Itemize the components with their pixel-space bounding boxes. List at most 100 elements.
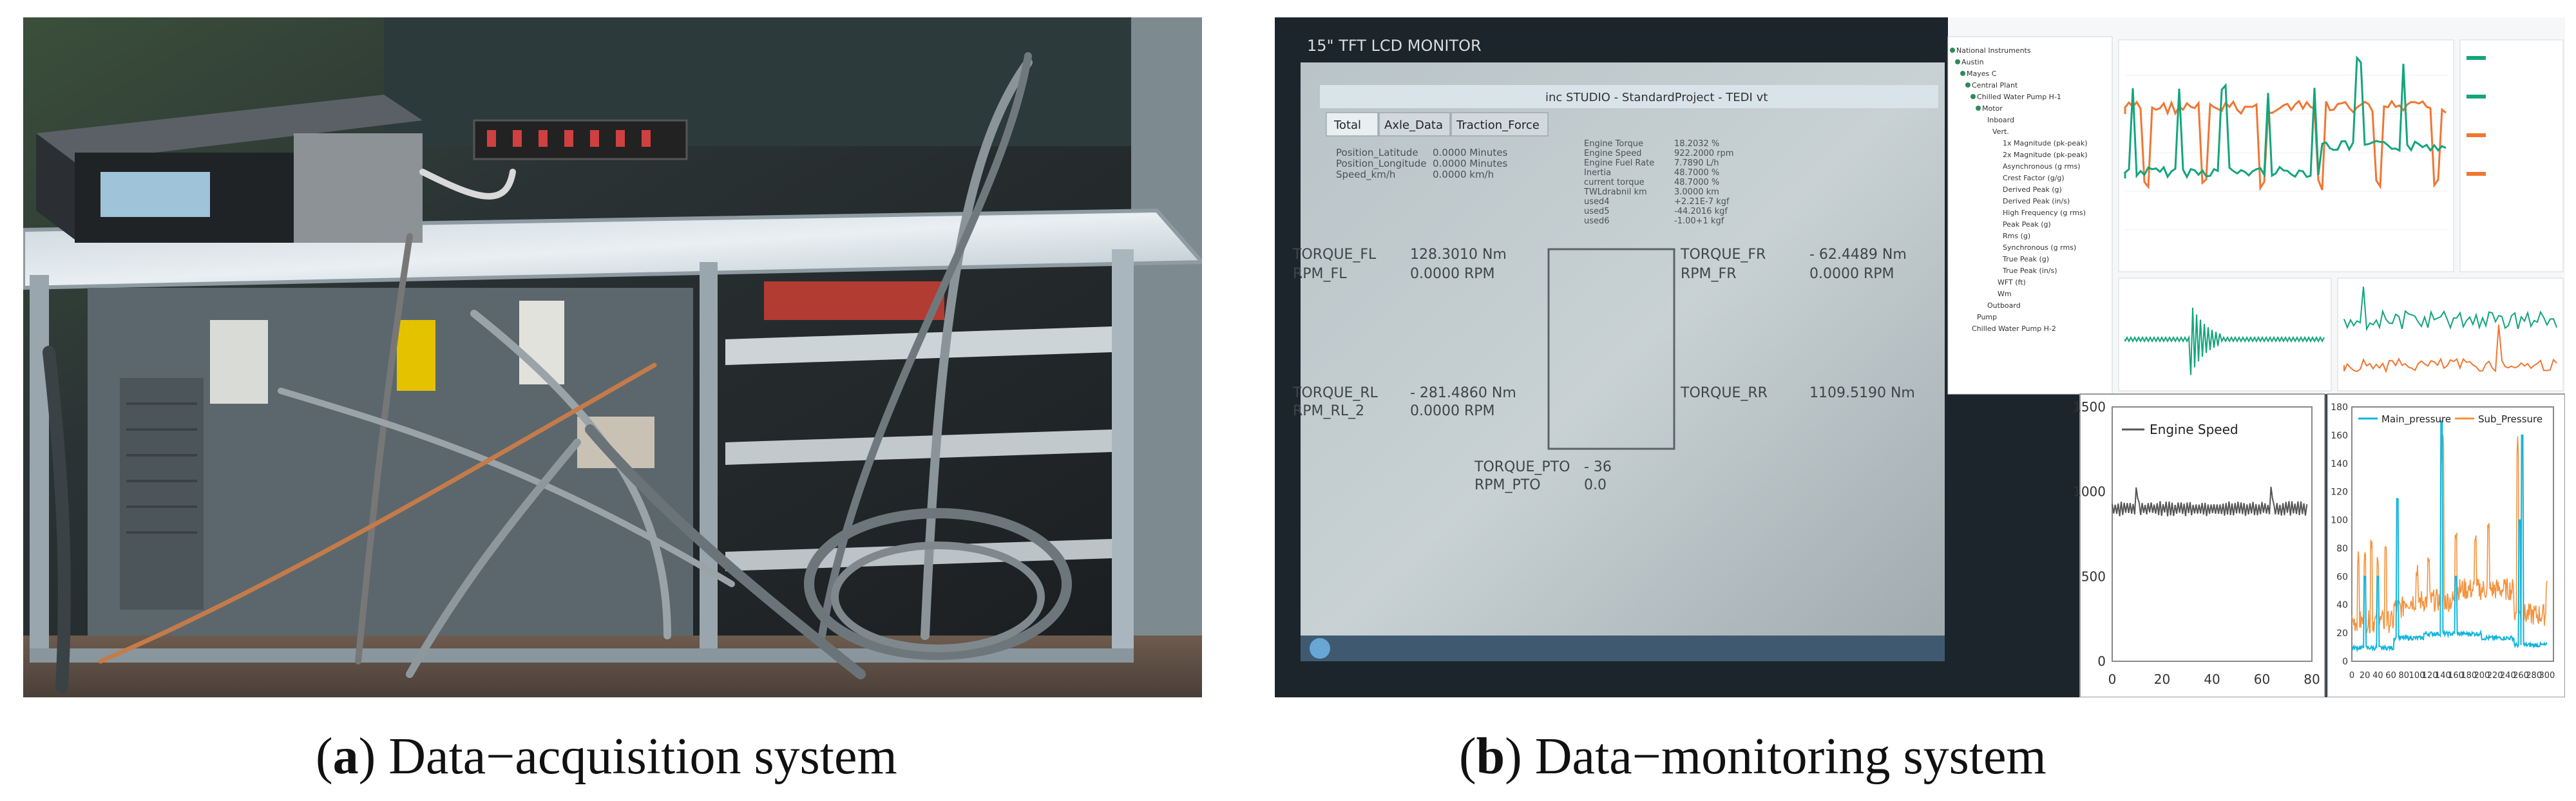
- engine-legend-label: Engine Speed: [2150, 422, 2238, 437]
- torque-fl-value: 128.3010 Nm: [1410, 247, 1507, 263]
- svg-text:used5: used5: [1584, 207, 1610, 216]
- svg-text:0.0000 Minutes: 0.0000 Minutes: [1433, 147, 1507, 158]
- terminal-strip: [473, 119, 688, 160]
- ni-tree: National Instruments Austin Mayes C Cent…: [1956, 46, 2088, 333]
- svg-text:Crest Factor (g/g): Crest Factor (g/g): [2003, 174, 2065, 182]
- svg-text:Chilled Water Pump H-2: Chilled Water Pump H-2: [1972, 325, 2056, 333]
- svg-text:Total: Total: [1333, 118, 1361, 132]
- pressure-x-tick: 40: [2372, 671, 2383, 681]
- pressure-x-tick: 140: [2435, 671, 2451, 681]
- pressure-x-tick: 220: [2487, 671, 2503, 681]
- shelf-3: [725, 539, 1112, 571]
- ni-waveform-green: [2343, 287, 2557, 332]
- svg-text:2x Magnitude (pk-peak): 2x Magnitude (pk-peak): [2003, 151, 2088, 159]
- svg-text:Pump: Pump: [1977, 313, 1997, 321]
- position-block: Position_Latitude Position_Longitude Spe…: [1336, 147, 1507, 181]
- monitoring-composite: 15" TFT LCD MONITOR inc STUDIO - Standar…: [1275, 17, 2565, 697]
- ni-spectrum-chart: [2118, 278, 2332, 391]
- tab-strip: Total Axle_Data Traction_Force: [1326, 112, 1549, 137]
- engine-speed-chart-frame: [2079, 393, 2325, 697]
- svg-text:Position_Longitude: Position_Longitude: [1336, 158, 1427, 170]
- engine-y-tick: 0: [2097, 654, 2106, 669]
- caption-a-letter: a: [332, 728, 359, 785]
- svg-text:RPM_PTO: RPM_PTO: [1474, 477, 1541, 493]
- ni-waveform-orange: [2343, 325, 2557, 373]
- ni-legend-panel: [2459, 39, 2564, 272]
- torque-fr-value: - 62.4489 Nm: [1809, 247, 1907, 263]
- engine-y-tick: 1500: [2073, 399, 2106, 415]
- svg-text:National Instruments: National Instruments: [1956, 46, 2031, 55]
- tab-axle-data[interactable]: [1379, 112, 1451, 137]
- svg-text:True Peak (g): True Peak (g): [2002, 255, 2049, 263]
- pressure-x-tick: 100: [2409, 671, 2425, 681]
- start-button[interactable]: [1310, 638, 1330, 659]
- pressure-y-tick: 160: [2331, 431, 2348, 441]
- svg-text:Motor: Motor: [1982, 104, 2003, 113]
- pressure-x-tick: 120: [2422, 671, 2438, 681]
- pressure-x-tick: 60: [2385, 671, 2396, 681]
- vehicle-outline: [1547, 248, 1675, 450]
- svg-text:used6: used6: [1584, 216, 1610, 226]
- svg-text:18.2032 %: 18.2032 %: [1674, 139, 1719, 149]
- engine-block: Engine Torque Engine Speed Engine Fuel R…: [1583, 139, 1733, 226]
- ni-waveform-chart: [2337, 278, 2564, 391]
- engine-x-tick: 0: [2108, 672, 2117, 687]
- pressure-chart-frame: [2327, 393, 2565, 697]
- svg-text:-44.2016 kgf: -44.2016 kgf: [1674, 207, 1728, 216]
- svg-text:0.0000 RPM: 0.0000 RPM: [1809, 266, 1894, 282]
- frame-bottom-rail: [30, 648, 1134, 663]
- torque-fr-label: TORQUE_FR: [1680, 247, 1766, 263]
- pressure-x-tick: 80: [2399, 671, 2410, 681]
- ni-orange-trace: [2124, 99, 2447, 191]
- yellow-connector: [397, 320, 435, 391]
- torque-fl-label: TORQUE_FL: [1292, 247, 1377, 263]
- caption-b-text: ) Data−monitoring system: [1505, 728, 2046, 785]
- pressure-x-tick: 240: [2500, 671, 2516, 681]
- svg-text:Austin: Austin: [1961, 58, 1984, 66]
- pressure-y-tick: 60: [2336, 572, 2348, 582]
- shelf-2: [725, 429, 1112, 465]
- pressure-x-tick: 280: [2526, 671, 2542, 681]
- ni-trend-chart: [2118, 39, 2454, 272]
- pressure-x-tick: 300: [2539, 671, 2555, 681]
- pressure-x-tick: 200: [2474, 671, 2490, 681]
- tab-traction-force[interactable]: [1451, 112, 1549, 137]
- daq-label: [100, 172, 210, 217]
- svg-text:TWLdrabnil km: TWLdrabnil km: [1583, 187, 1647, 197]
- torque-pto-value: - 36: [1584, 459, 1612, 475]
- right-panel: [1131, 17, 1202, 697]
- svg-text:High Frequency (g rms): High Frequency (g rms): [2003, 209, 2086, 217]
- torque-rl-label: TORQUE_RL: [1292, 385, 1379, 401]
- svg-text:48.7000 %: 48.7000 %: [1674, 178, 1719, 187]
- pressure-x-tick: 20: [2360, 671, 2371, 681]
- pressure-y-tick: 120: [2331, 487, 2348, 498]
- svg-text:0.0000 RPM: 0.0000 RPM: [1410, 266, 1495, 282]
- main-pressure-legend-label: Main_pressure: [2381, 413, 2451, 426]
- svg-text:+2.21E-7 kgf: +2.21E-7 kgf: [1674, 197, 1730, 207]
- svg-text:True Peak (in/s): True Peak (in/s): [2002, 267, 2057, 275]
- engine-y-tick: 1000: [2073, 484, 2106, 500]
- svg-text:Synchronous (g rms): Synchronous (g rms): [2003, 243, 2076, 252]
- app-title-bar: [1320, 85, 1938, 108]
- svg-text:0.0000 Minutes: 0.0000 Minutes: [1433, 158, 1507, 169]
- svg-text:Central Plant: Central Plant: [1972, 81, 2018, 90]
- caption-b-letter: b: [1476, 728, 1505, 785]
- pressure-y-tick: 0: [2342, 657, 2348, 667]
- engine-speed-line: [2112, 486, 2308, 516]
- tab-total[interactable]: [1326, 112, 1379, 137]
- svg-text:current torque: current torque: [1584, 178, 1645, 187]
- red-module: [764, 281, 944, 320]
- svg-text:3.0000 km: 3.0000 km: [1674, 187, 1719, 197]
- white-module-1: [210, 320, 268, 404]
- app-window-title: inc STUDIO - StandardProject - TEDI vt: [1545, 91, 1768, 104]
- svg-text:Peak Peak (g): Peak Peak (g): [2003, 220, 2051, 229]
- svg-text:Rms (g): Rms (g): [2003, 232, 2030, 240]
- svg-text:Inertia: Inertia: [1584, 168, 1611, 178]
- torque-rr-value: 1109.5190 Nm: [1809, 385, 1915, 401]
- vent-panel: [120, 378, 204, 610]
- caption-a-text: ) Data−acquisition system: [358, 728, 897, 785]
- torque-rl-value: - 281.4860 Nm: [1410, 385, 1516, 401]
- svg-text:RPM_FL: RPM_FL: [1293, 266, 1347, 282]
- ni-green-trace: [2124, 55, 2447, 180]
- engine-x-tick: 60: [2254, 672, 2270, 687]
